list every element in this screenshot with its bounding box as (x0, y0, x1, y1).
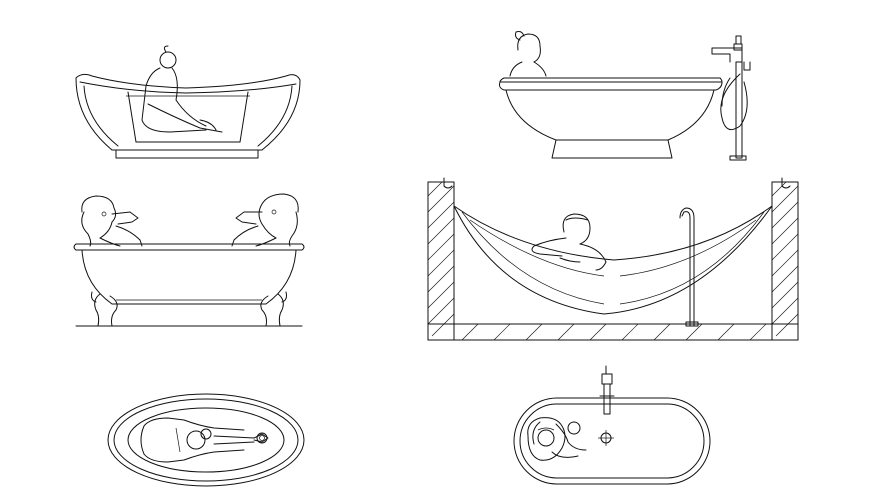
bather-plan-icon (140, 417, 269, 463)
boat-tub-elevation (75, 45, 301, 159)
tap-icon (599, 365, 615, 415)
floor-mixer-icon (711, 35, 751, 161)
capsule-tub-plan (513, 365, 711, 485)
hammock-bath-section (427, 177, 799, 341)
bather-icon (141, 45, 223, 133)
freestanding-tub-elevation (499, 31, 751, 161)
bather-icon (509, 31, 547, 77)
bather-icon (231, 193, 299, 247)
drain-icon (598, 430, 614, 446)
bather-plan-icon (527, 417, 587, 461)
bather-icon (81, 195, 143, 247)
floor-tap-icon (679, 207, 699, 327)
clawfoot-tub-elevation (73, 193, 305, 327)
hammock-icon (453, 205, 773, 315)
wall-hatch (427, 181, 799, 341)
oval-tub-plan (107, 393, 305, 487)
bather-icon (531, 213, 607, 271)
